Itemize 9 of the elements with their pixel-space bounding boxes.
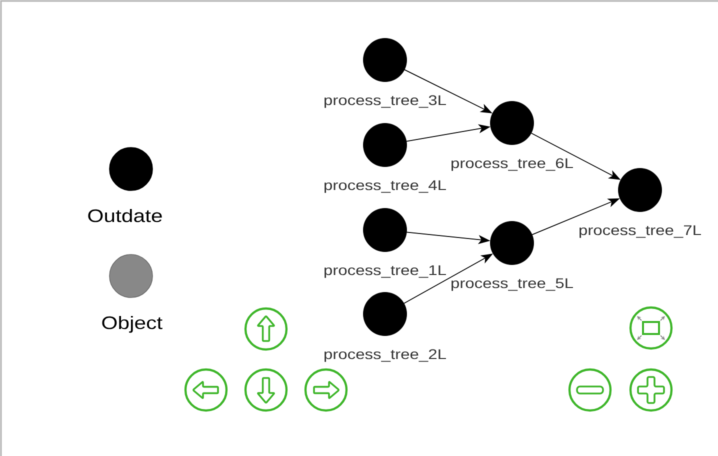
node-label: process_tree_7L bbox=[580, 225, 701, 238]
node-label: process_tree_4L bbox=[324, 180, 446, 193]
node-label: process_tree_1L bbox=[324, 265, 446, 278]
node-label: process_tree_3L bbox=[324, 95, 446, 108]
node-label: process_tree_2L bbox=[324, 349, 446, 362]
node-label: process_tree_5L bbox=[452, 278, 573, 291]
node-label: process_tree_6L bbox=[452, 158, 573, 171]
legend-label: Outdate bbox=[88, 208, 162, 222]
legend-label: Object bbox=[102, 316, 162, 333]
